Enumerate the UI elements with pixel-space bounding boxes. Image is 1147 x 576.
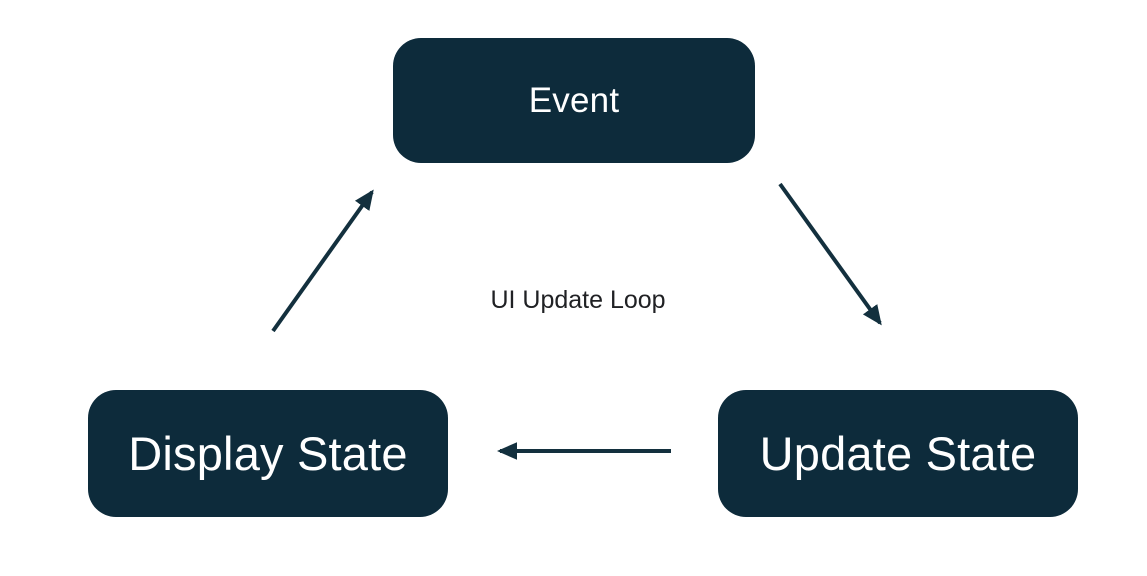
node-display-state-label: Display State <box>128 427 408 480</box>
node-event-label: Event <box>528 80 620 120</box>
node-update-state-label: Update State <box>759 427 1037 480</box>
diagram-center-label: UI Update Loop <box>490 286 666 314</box>
arrow-event-to-update-state <box>778 182 882 326</box>
node-event: Event <box>393 38 755 163</box>
arrow-display-state-to-event <box>271 189 374 333</box>
node-display-state: Display State <box>88 390 448 517</box>
node-update-state: Update State <box>718 390 1078 517</box>
